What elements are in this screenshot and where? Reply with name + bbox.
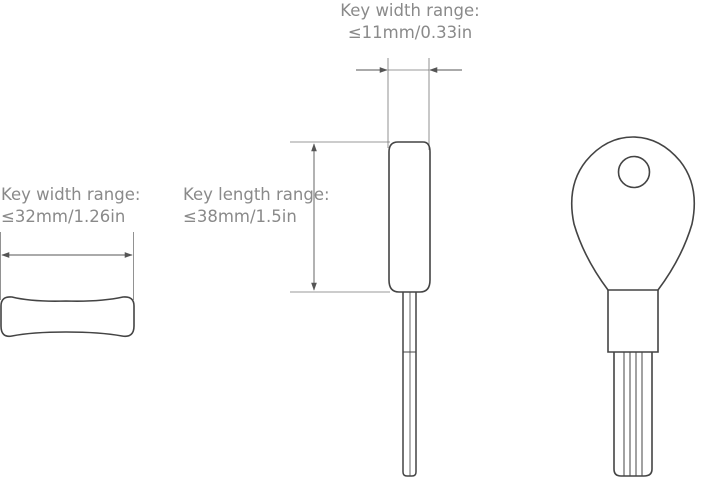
- key-blade-profile: [402, 292, 417, 477]
- length-title: Key length range:: [183, 185, 330, 204]
- left-width-label: Key width range: ≤32mm/1.26in: [1, 184, 140, 228]
- top-width-label: Key width range: ≤11mm/0.33in: [300, 0, 520, 44]
- key-bow-outline: [570, 136, 696, 291]
- length-label: Key length range: ≤38mm/1.5in: [183, 184, 330, 228]
- key-top-view: [0, 232, 135, 338]
- key-head-side-outline: [0, 296, 135, 338]
- key-shoulder: [607, 290, 659, 353]
- key-side-view: [290, 58, 462, 477]
- key-blade-front: [613, 352, 653, 477]
- top-width-title: Key width range:: [340, 1, 480, 20]
- top-width-value: ≤11mm/0.33in: [347, 23, 473, 42]
- left-width-title: Key width range:: [1, 185, 141, 204]
- length-value: ≤38mm/1.5in: [183, 207, 297, 226]
- left-width-value: ≤32mm/1.26in: [1, 207, 126, 226]
- key-ring-hole: [617, 155, 651, 189]
- key-front-view: [570, 136, 696, 477]
- key-head-profile: [388, 141, 431, 293]
